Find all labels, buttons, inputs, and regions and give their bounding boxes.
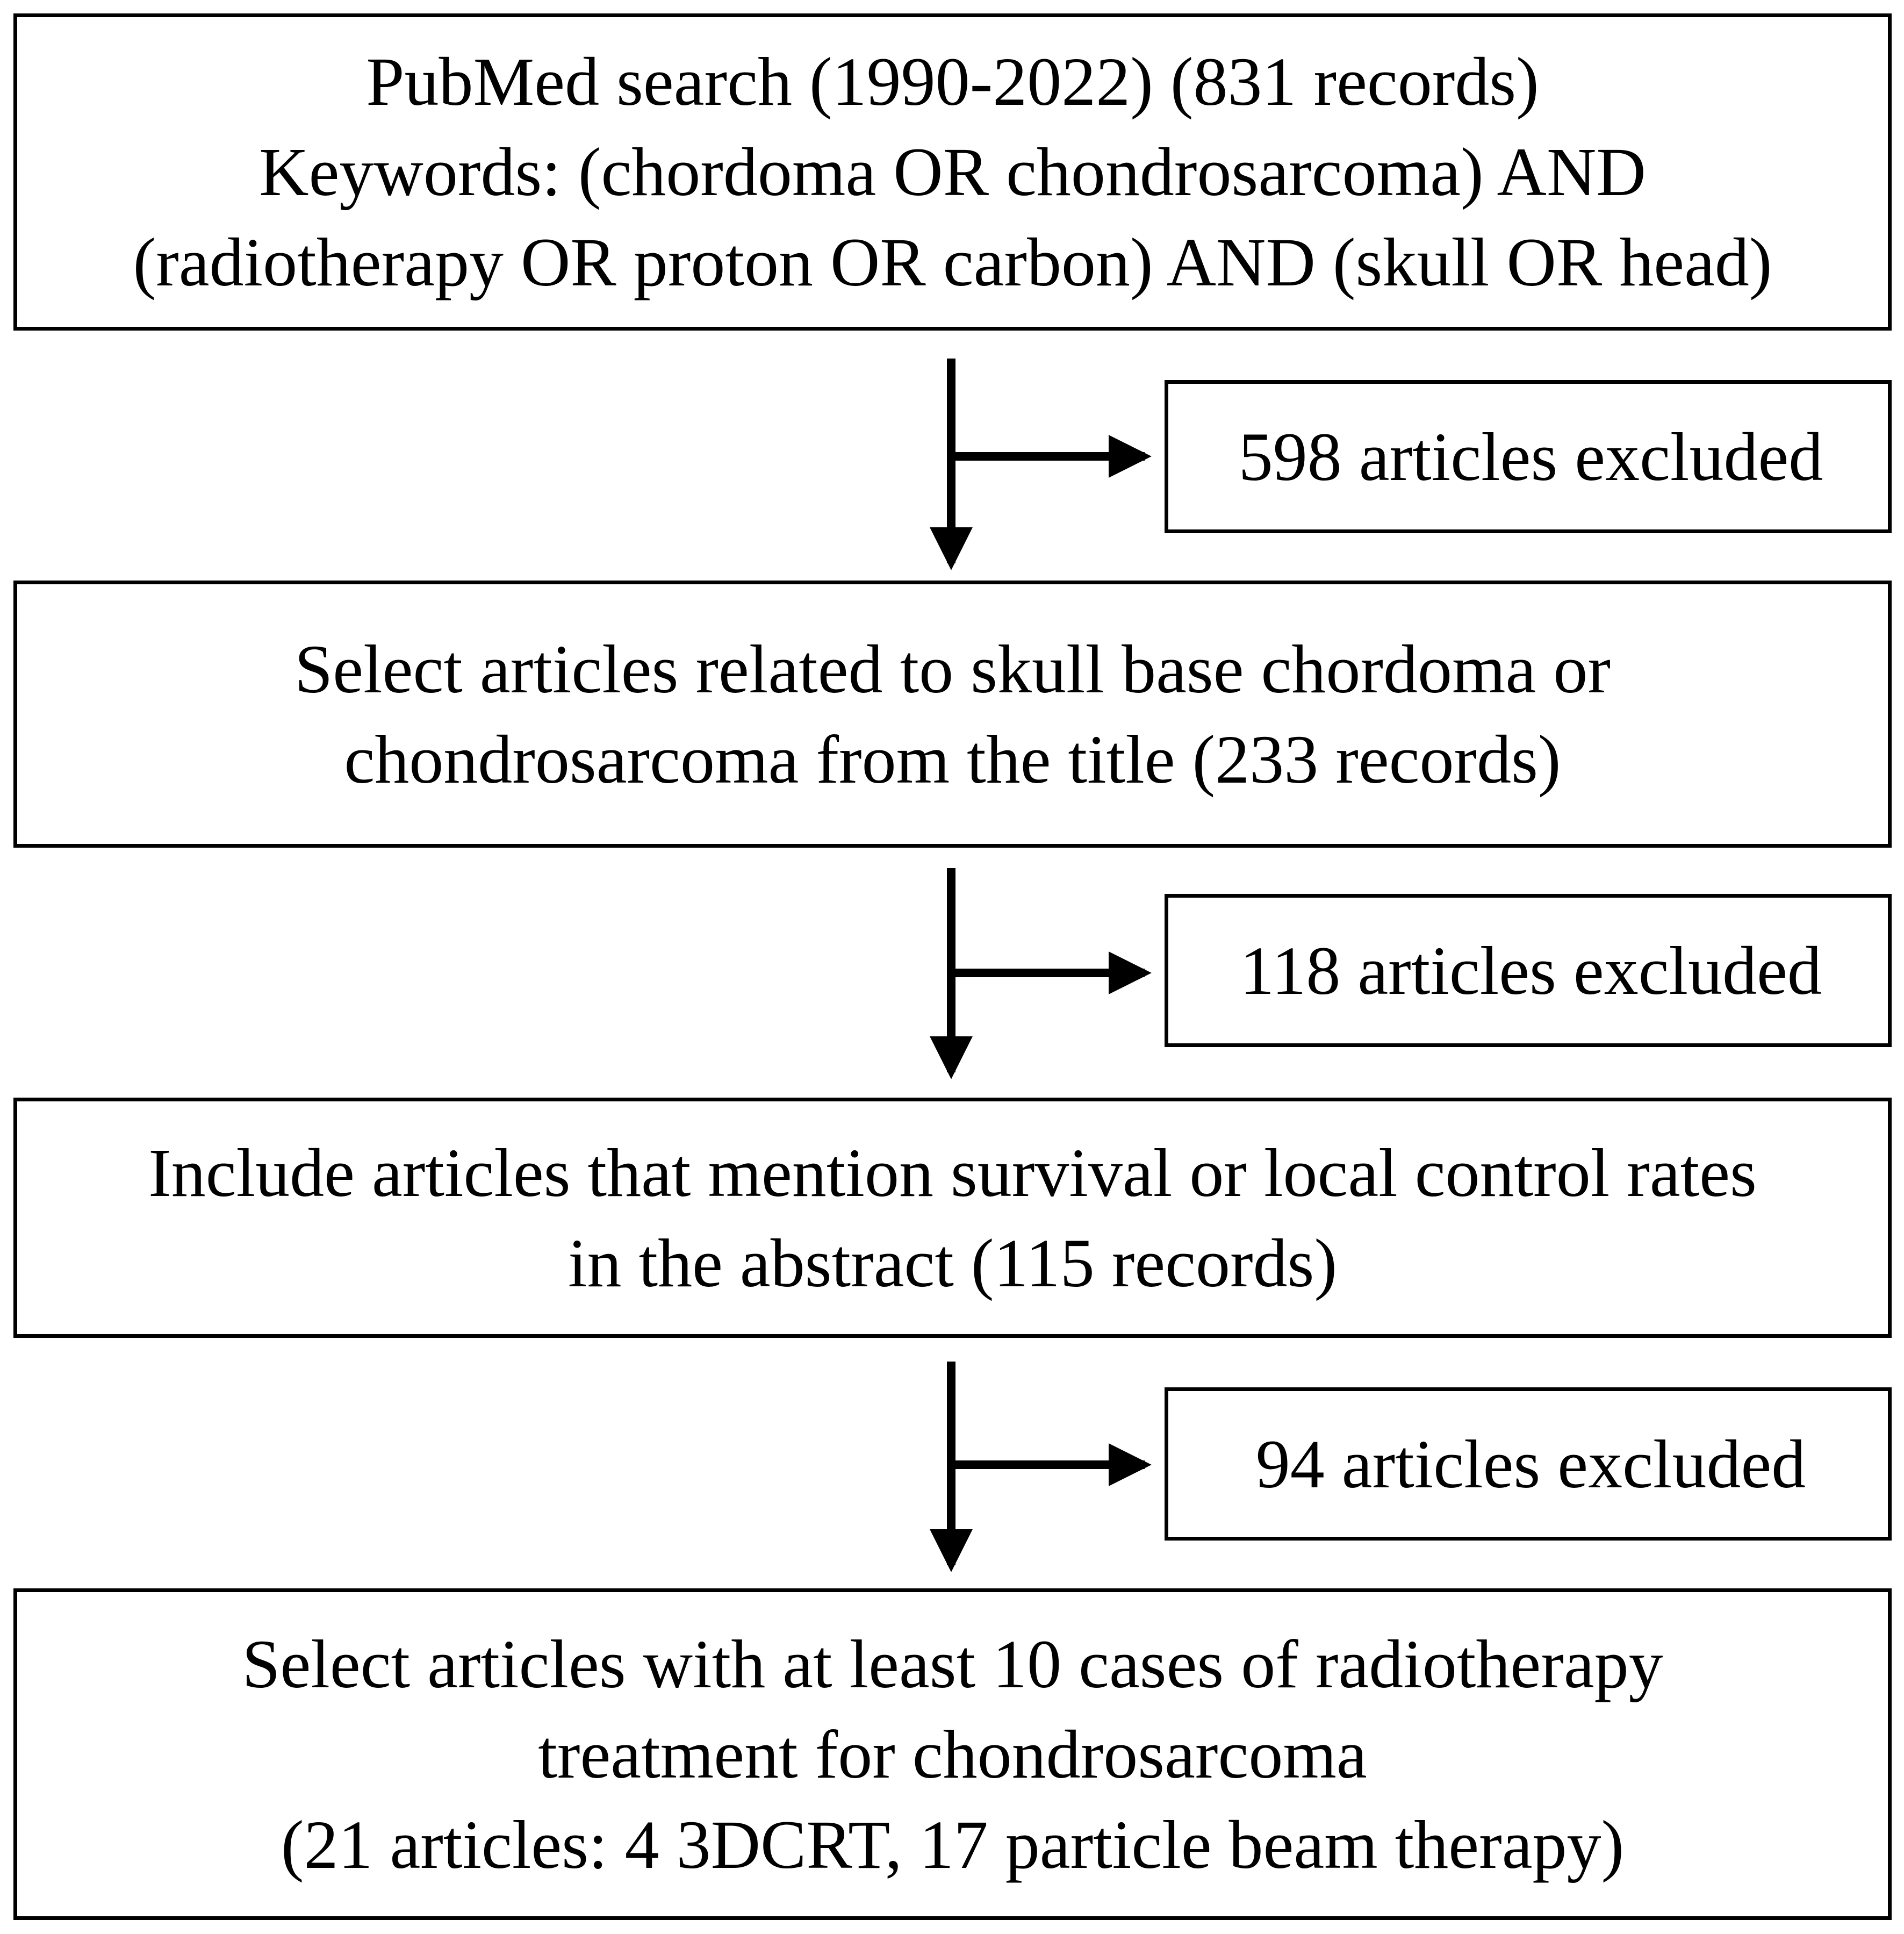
exclusion-box-2: 118 articles excluded bbox=[1165, 894, 1892, 1047]
step-1-line-3: (radiotherapy OR proton OR carbon) AND (… bbox=[133, 224, 1772, 300]
arrow-group-2 bbox=[930, 868, 1152, 1079]
exclusion-1-text: 598 articles excluded bbox=[1238, 418, 1823, 495]
step-2-line-2: chondrosarcoma from the title (233 recor… bbox=[344, 721, 1561, 798]
step-3-line-1: Include articles that mention survival o… bbox=[148, 1134, 1757, 1211]
step-box-pubmed-search: PubMed search (1990-2022) (831 records) … bbox=[13, 13, 1892, 331]
arrow-group-1 bbox=[930, 359, 1152, 570]
step-3-line-2: in the abstract (115 records) bbox=[567, 1224, 1338, 1301]
step-box-abstract-inclusion: Include articles that mention survival o… bbox=[13, 1098, 1892, 1338]
step-4-line-3: (21 articles: 4 3DCRT, 17 particle beam … bbox=[281, 1806, 1625, 1883]
arrow-group-3 bbox=[930, 1362, 1152, 1572]
step-4-line-2: treatment for chondrosarcoma bbox=[538, 1716, 1367, 1793]
step-box-title-selection: Select articles related to skull base ch… bbox=[13, 581, 1892, 848]
step-1-line-2: Keywords: (chordoma OR chondrosarcoma) A… bbox=[259, 134, 1646, 210]
exclusion-box-1: 598 articles excluded bbox=[1165, 380, 1892, 533]
step-box-final-selection: Select articles with at least 10 cases o… bbox=[13, 1588, 1892, 1920]
step-2-line-1: Select articles related to skull base ch… bbox=[294, 631, 1611, 707]
exclusion-box-3: 94 articles excluded bbox=[1165, 1387, 1892, 1541]
exclusion-2-text: 118 articles excluded bbox=[1240, 932, 1822, 1009]
exclusion-3-text: 94 articles excluded bbox=[1255, 1426, 1806, 1502]
step-1-line-1: PubMed search (1990-2022) (831 records) bbox=[366, 44, 1539, 120]
step-4-line-1: Select articles with at least 10 cases o… bbox=[242, 1625, 1663, 1702]
